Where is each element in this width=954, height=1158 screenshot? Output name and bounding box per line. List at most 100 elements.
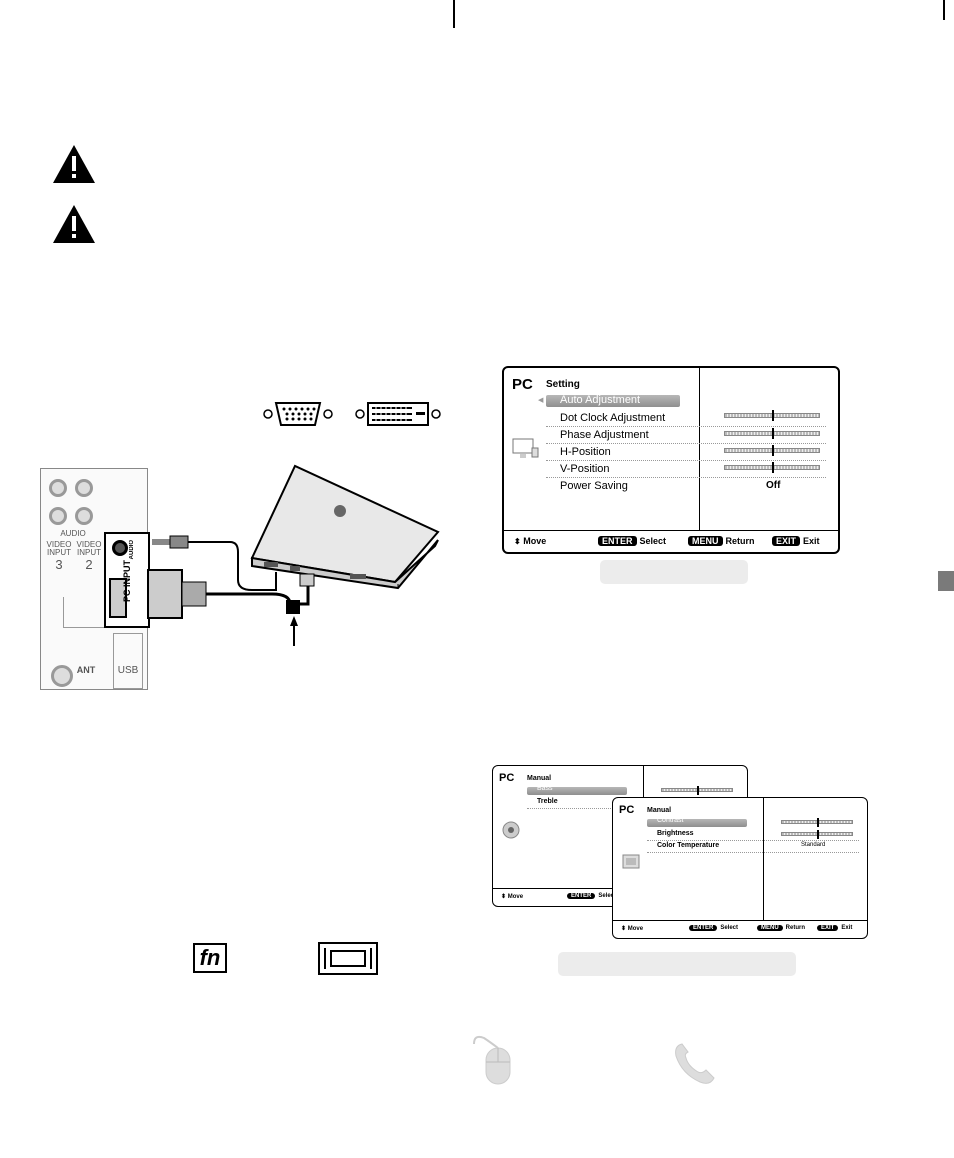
menu-title: Manual: [527, 775, 552, 782]
menu-item-v-position[interactable]: V-Position: [546, 461, 826, 478]
ant-label: ANT: [76, 665, 96, 675]
menu-item-label: Dot Clock Adjustment: [560, 412, 666, 424]
phase-slider[interactable]: [724, 428, 820, 439]
menu-item-color-temperature[interactable]: Color Temperature Standard: [647, 841, 859, 853]
pc-label: PC: [619, 804, 635, 816]
footer-move: ⬍ Move: [514, 536, 547, 546]
menu-title: Setting: [546, 379, 580, 390]
laptop-illustration: [147, 464, 440, 646]
audio-jack: [49, 479, 67, 497]
menu-item-h-position[interactable]: H-Position: [546, 444, 826, 461]
picture-icon: [622, 854, 640, 869]
pc-audio-jack: [112, 540, 128, 556]
menu-item-auto-adjustment[interactable]: Auto Adjustment: [546, 394, 680, 407]
speaker-icon: [502, 821, 520, 839]
menu-item-contrast[interactable]: Contrast: [647, 817, 747, 827]
menu-item-label: Treble: [537, 798, 558, 805]
menu-item-power-saving[interactable]: Power Saving Off: [546, 478, 826, 495]
menu-title: Manual: [647, 807, 672, 814]
menu-divider: [613, 920, 867, 921]
antenna-jack: [51, 665, 73, 687]
h-position-slider[interactable]: [724, 445, 820, 456]
panel-divider: [63, 597, 64, 627]
pc-input-label: PC INPUT: [122, 560, 132, 603]
manual-menu-front: PC Manual Contrast Brightness Color Temp…: [612, 797, 868, 939]
footer-move: ⬍ Move: [501, 894, 524, 900]
warning-icon: [53, 145, 95, 183]
video-input-3-label: VIDEO INPUT: [46, 540, 72, 557]
caption-bar: [558, 952, 796, 976]
monitor-icon: [512, 438, 539, 458]
footer-move: ⬍ Move: [621, 926, 644, 932]
menu-item-label: Phase Adjustment: [560, 429, 649, 441]
bass-slider[interactable]: [661, 786, 733, 795]
mouse-icon: [473, 1035, 511, 1085]
menu-item-label: Color Temperature: [657, 842, 720, 849]
up-down-arrow-icon: ⬍: [501, 894, 507, 900]
top-rule-left: [453, 0, 455, 28]
v-position-slider[interactable]: [724, 462, 820, 473]
exit-key-icon: EXIT: [772, 536, 801, 546]
pc-label: PC: [499, 772, 515, 784]
menu-item-label: Contrast: [657, 817, 684, 824]
menu-item-dot-clock[interactable]: Dot Clock Adjustment: [546, 410, 826, 427]
power-saving-value: Off: [766, 480, 781, 491]
phone-icon: [675, 1043, 715, 1084]
menu-item-phase[interactable]: Phase Adjustment: [546, 427, 826, 444]
setting-menu: PC Setting Auto Adjustment ◀ Dot Clock A…: [502, 366, 840, 554]
menu-item-label: Brightness: [657, 830, 694, 837]
audio-label: AUDIO: [60, 529, 86, 538]
up-down-arrow-icon: ⬍: [621, 926, 627, 932]
up-down-arrow-icon: ⬍: [514, 537, 521, 546]
video-input-3-number: 3: [55, 557, 63, 572]
video-input-2-label: VIDEO INPUT: [76, 540, 102, 557]
menu-divider: [699, 368, 700, 530]
display-key-icon: [318, 942, 378, 975]
audio-jack: [49, 507, 67, 525]
enter-key-icon: ENTER: [598, 536, 637, 546]
menu-key-icon: MENU: [757, 925, 783, 931]
contrast-slider[interactable]: [781, 818, 853, 827]
menu-item-label: Power Saving: [560, 480, 628, 492]
menu-divider: [504, 530, 838, 531]
menu-item-label: Auto Adjustment: [560, 394, 641, 406]
vga-port: [109, 578, 127, 618]
pc-audio-label: AUDIO: [129, 540, 135, 560]
menu-item-label: H-Position: [560, 446, 611, 458]
brightness-slider[interactable]: [781, 830, 853, 839]
color-temperature-value: Standard: [801, 842, 826, 848]
menu-item-treble[interactable]: Treble: [527, 797, 627, 809]
video-input-2-number: 2: [85, 557, 93, 572]
audio-jack: [75, 479, 93, 497]
menu-left-arrow: ◀: [538, 397, 544, 404]
caption-bar: [600, 560, 748, 584]
dot-clock-slider[interactable]: [724, 410, 820, 421]
top-rule-right: [943, 0, 945, 20]
enter-key-icon: ENTER: [689, 925, 718, 931]
usb-port: [113, 633, 143, 689]
vga-connector-icon: [263, 402, 333, 426]
pc-label: PC: [512, 376, 533, 393]
warning-icon: [53, 205, 95, 243]
usb-label: USB: [117, 665, 139, 676]
audio-jack: [75, 507, 93, 525]
menu-item-label: Bass: [537, 785, 553, 792]
section-tab: [938, 571, 954, 591]
panel-divider: [63, 627, 109, 628]
menu-item-label: V-Position: [560, 463, 610, 475]
menu-item-bass[interactable]: Bass: [527, 785, 627, 795]
fn-key-icon: fn: [193, 943, 227, 973]
dvi-connector-icon: [355, 402, 441, 426]
menu-divider: [763, 798, 764, 920]
menu-key-icon: MENU: [688, 536, 723, 546]
menu-item-brightness[interactable]: Brightness: [647, 829, 859, 841]
exit-key-icon: EXIT: [817, 925, 839, 931]
enter-key-icon: ENTER: [567, 893, 596, 899]
